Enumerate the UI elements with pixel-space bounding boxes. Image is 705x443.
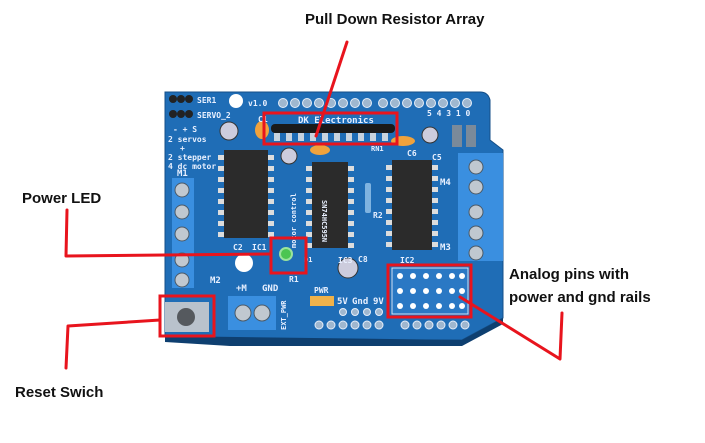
resistor-array-rn1 (271, 124, 395, 141)
silk-r2: R2 (373, 211, 383, 220)
silk-c6: C6 (407, 149, 417, 158)
chip-ic3 (306, 162, 354, 248)
silk-servos: 2 servos (168, 135, 207, 144)
leader-analog (458, 295, 564, 361)
terminal-block-m3-m4 (458, 153, 503, 261)
box-resistor-array (262, 111, 399, 146)
silk-9v: 9V (373, 297, 384, 307)
leader-power-led (64, 208, 273, 258)
resistor-r2 (365, 183, 371, 213)
silk-ic1: IC1 (252, 243, 267, 252)
silk-ic2: IC2 (400, 256, 415, 265)
box-reset (158, 294, 216, 338)
silk-m3: M3 (440, 243, 451, 253)
terminal-block-m1-m2 (172, 178, 194, 288)
chip-ic3-label: SN74HC595N (320, 200, 328, 242)
silk-m2: M2 (210, 276, 221, 286)
chip-ic1 (218, 150, 274, 238)
silk-5v: 5V (337, 297, 348, 307)
servo-headers (169, 95, 193, 118)
silk-c5: C5 (432, 153, 442, 162)
label-reset-switch: Reset Swich (15, 384, 104, 401)
silk-brand: DK Electronics (298, 115, 374, 126)
box-analog-pins (386, 263, 473, 319)
label-pull-down-resistor-array: Pull Down Resistor Array (305, 11, 485, 28)
silk-rn1: RN1 (371, 145, 384, 153)
ext-power-terminal (228, 296, 276, 330)
chip-ic2 (386, 160, 438, 250)
silk-pins: - + S (173, 125, 197, 134)
reset-switch (165, 302, 209, 332)
silk-m1: M1 (177, 169, 188, 179)
silk-gnd2: Gnd (352, 297, 368, 307)
silk-m4: M4 (440, 178, 451, 188)
silk-r1: R1 (289, 275, 299, 284)
pwr-jumper (310, 296, 334, 306)
silk-stepper: 2 stepper (168, 153, 212, 162)
silk-ser1: SER1 (197, 96, 216, 105)
silk-ic3: IC3 (338, 256, 353, 265)
analog-pin-grid (391, 267, 469, 315)
silk-version: v1.0 (248, 99, 267, 108)
label-analog-line1: Analog pins with (509, 266, 629, 283)
label-power-led: Power LED (22, 190, 102, 207)
leader-pull-down (314, 40, 349, 138)
silk-plus-m: +M (236, 284, 247, 294)
silk-ext-pwr: EXT_PWR (280, 300, 288, 330)
silk-gnd: GND (262, 284, 279, 294)
silk-c2: C2 (233, 243, 243, 252)
silk-plus: + (180, 144, 185, 153)
silk-d1: D1 (304, 256, 312, 264)
label-analog-line2: power and gnd rails (509, 289, 651, 306)
silk-dc-motor: 4 dc motor (168, 162, 216, 171)
top-header-pins (278, 98, 472, 108)
silk-pin-numbers: 5 4 3 1 0 (427, 109, 471, 118)
annotation-boxes (158, 111, 473, 338)
silk-servo2: SERVO_2 (197, 111, 231, 120)
silk-c8: C8 (358, 255, 368, 264)
leader-reset (64, 318, 162, 370)
silk-motor-control: motor control (290, 193, 298, 248)
silk-pwr: PWR (314, 286, 329, 295)
bottom-header-pins (314, 308, 470, 330)
power-led (279, 247, 293, 261)
